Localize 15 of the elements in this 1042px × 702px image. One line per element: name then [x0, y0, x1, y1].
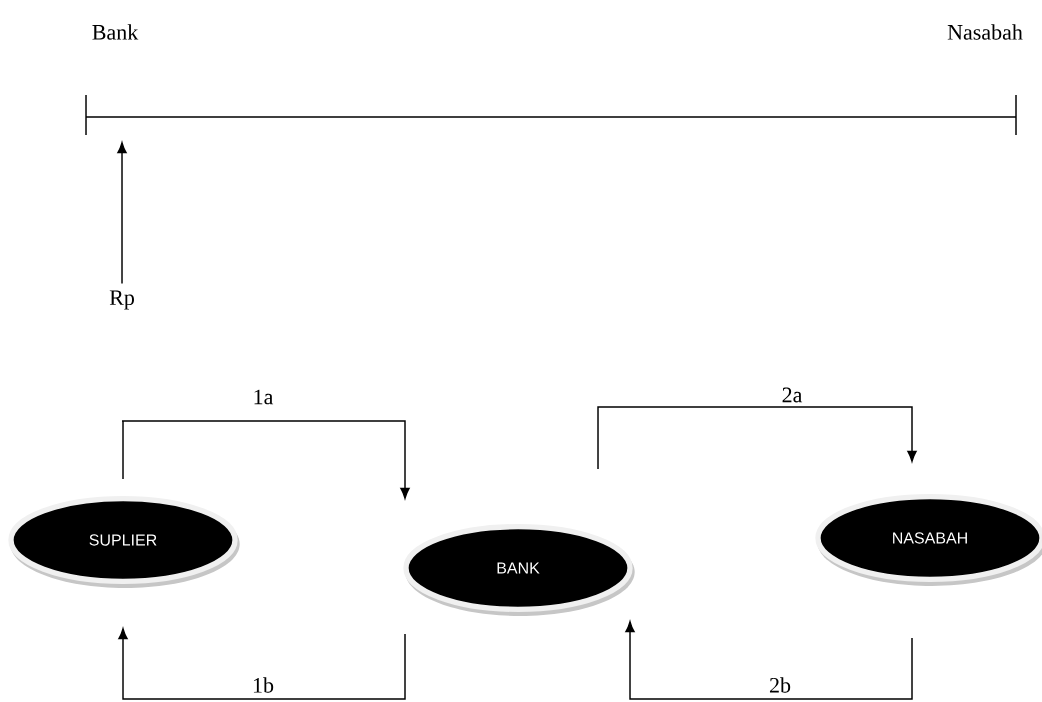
arrow [118, 628, 406, 700]
arrow [597, 406, 917, 470]
edge-label: 1a [251, 388, 275, 406]
edge-label: 2b [767, 675, 793, 695]
arrow [625, 621, 913, 700]
ellipse-node: NASABAH [815, 494, 1042, 586]
axis-label: Nasabah [947, 24, 1023, 40]
arrow [117, 142, 127, 285]
ellipse-node: SUPLIER [8, 496, 240, 588]
axis-label: Bank [92, 24, 139, 40]
edge-label: 2a [780, 386, 804, 404]
arrow [121, 420, 410, 499]
ellipse-node: BANK [403, 524, 635, 616]
amount-label: Rp [109, 290, 134, 310]
edge-label: 1b [250, 675, 276, 695]
